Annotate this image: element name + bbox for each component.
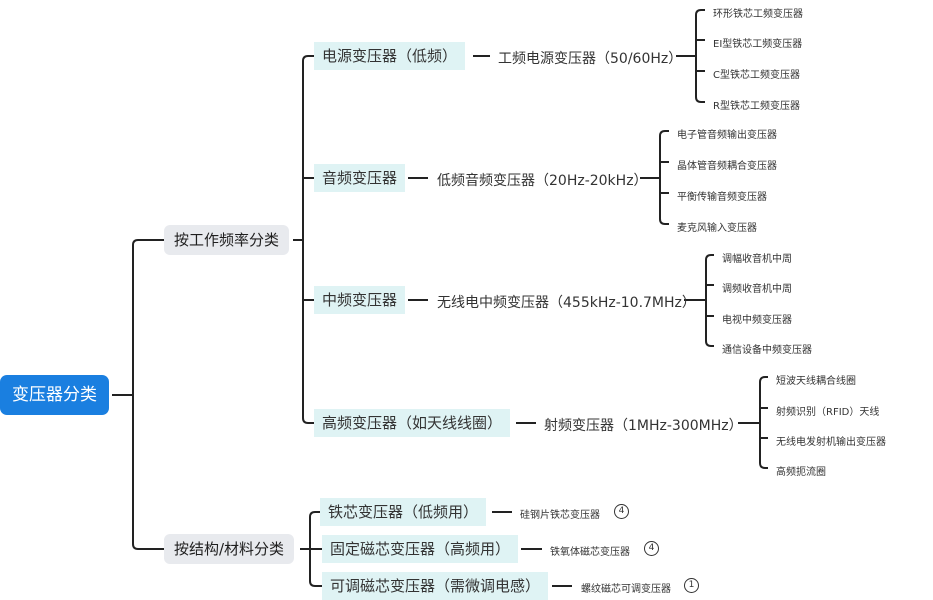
power-leaves-stub-3	[695, 96, 705, 103]
hf-leaves-stub-3	[759, 462, 768, 469]
leaf-r-core[interactable]: R型铁芯工频变压器	[713, 101, 800, 112]
leaf-am-if[interactable]: 调幅收音机中周	[722, 254, 792, 265]
leaf-c-core[interactable]: C型铁芯工频变压器	[713, 70, 800, 81]
detail-audio-frequency[interactable]: 低频音频变压器（20Hz-20kHz）	[437, 173, 648, 189]
branch-audio-transformer[interactable]: 音频变压器	[314, 164, 406, 192]
branch-iron-core[interactable]: 铁芯变压器（低频用）	[320, 498, 487, 526]
branch-adjustable-core[interactable]: 可调磁芯变压器（需微调电感）	[322, 572, 549, 600]
root-bracket-stub-1	[132, 543, 164, 550]
struct-bracket-stub-2	[309, 580, 322, 587]
leaf-transmitter-output[interactable]: 无线电发射机输出变压器	[776, 437, 886, 448]
power-leaves-stub-0	[695, 9, 705, 16]
branch-hf-transformer[interactable]: 高频变压器（如天线线圈）	[314, 409, 511, 437]
leaf-rfid[interactable]: 射频识别（RFID）天线	[776, 407, 880, 418]
detail-if-frequency[interactable]: 无线电中频变压器（455kHz-10.7MHz）	[437, 295, 696, 311]
leaf-balanced[interactable]: 平衡传输音频变压器	[677, 192, 767, 203]
category-structure[interactable]: 按结构/材料分类	[164, 534, 295, 564]
leaf-transistor-coupling[interactable]: 晶体管音频耦合变压器	[677, 161, 777, 172]
leaf-toroidal[interactable]: 环形铁芯工频变压器	[713, 9, 803, 20]
leaf-shortwave[interactable]: 短波天线耦合线圈	[776, 376, 856, 387]
count-badge-silicon-steel[interactable]: 4	[614, 504, 629, 519]
struct-bracket-stub-0	[309, 511, 322, 518]
leaf-tube-output[interactable]: 电子管音频输出变压器	[677, 130, 777, 141]
detail-silicon-steel[interactable]: 硅钢片铁芯变压器	[520, 510, 600, 521]
leaf-comm-if[interactable]: 通信设备中频变压器	[722, 345, 812, 356]
branch-fixed-core[interactable]: 固定磁芯变压器（高频用）	[322, 535, 519, 563]
detail-threaded-core[interactable]: 螺纹磁芯可调变压器	[581, 584, 671, 595]
freq-bracket-stub-3	[302, 417, 314, 424]
root-bracket-stub-0	[132, 239, 164, 246]
hf-leaves-stub-0	[759, 376, 768, 383]
leaf-choke[interactable]: 高频扼流圈	[776, 467, 826, 478]
count-badge-ferrite[interactable]: 4	[644, 541, 659, 556]
detail-ferrite[interactable]: 铁氧体磁芯变压器	[550, 547, 630, 558]
leaf-ei-core[interactable]: EI型铁芯工频变压器	[713, 39, 803, 50]
leaf-fm-if[interactable]: 调频收音机中周	[722, 284, 792, 295]
leaf-microphone[interactable]: 麦克风输入变压器	[677, 223, 757, 234]
leaf-tv-if[interactable]: 电视中频变压器	[722, 315, 792, 326]
count-badge-threaded-core[interactable]: 1	[684, 578, 699, 593]
freq-bracket-stub-0	[302, 55, 314, 62]
category-frequency[interactable]: 按工作频率分类	[164, 225, 290, 255]
branch-power-transformer[interactable]: 电源变压器（低频）	[314, 42, 466, 70]
if-leaves-stub-0	[705, 254, 714, 261]
audio-leaves-stub-0	[659, 130, 669, 137]
detail-hf-frequency[interactable]: 射频变压器（1MHz-300MHz）	[544, 418, 743, 434]
audio-leaves-stub-3	[659, 218, 669, 225]
detail-power-frequency[interactable]: 工频电源变压器（50/60Hz）	[498, 51, 683, 67]
branch-if-transformer[interactable]: 中频变压器	[314, 286, 406, 314]
if-leaves-stub-3	[705, 340, 714, 347]
root-topic[interactable]: 变压器分类	[0, 375, 109, 415]
